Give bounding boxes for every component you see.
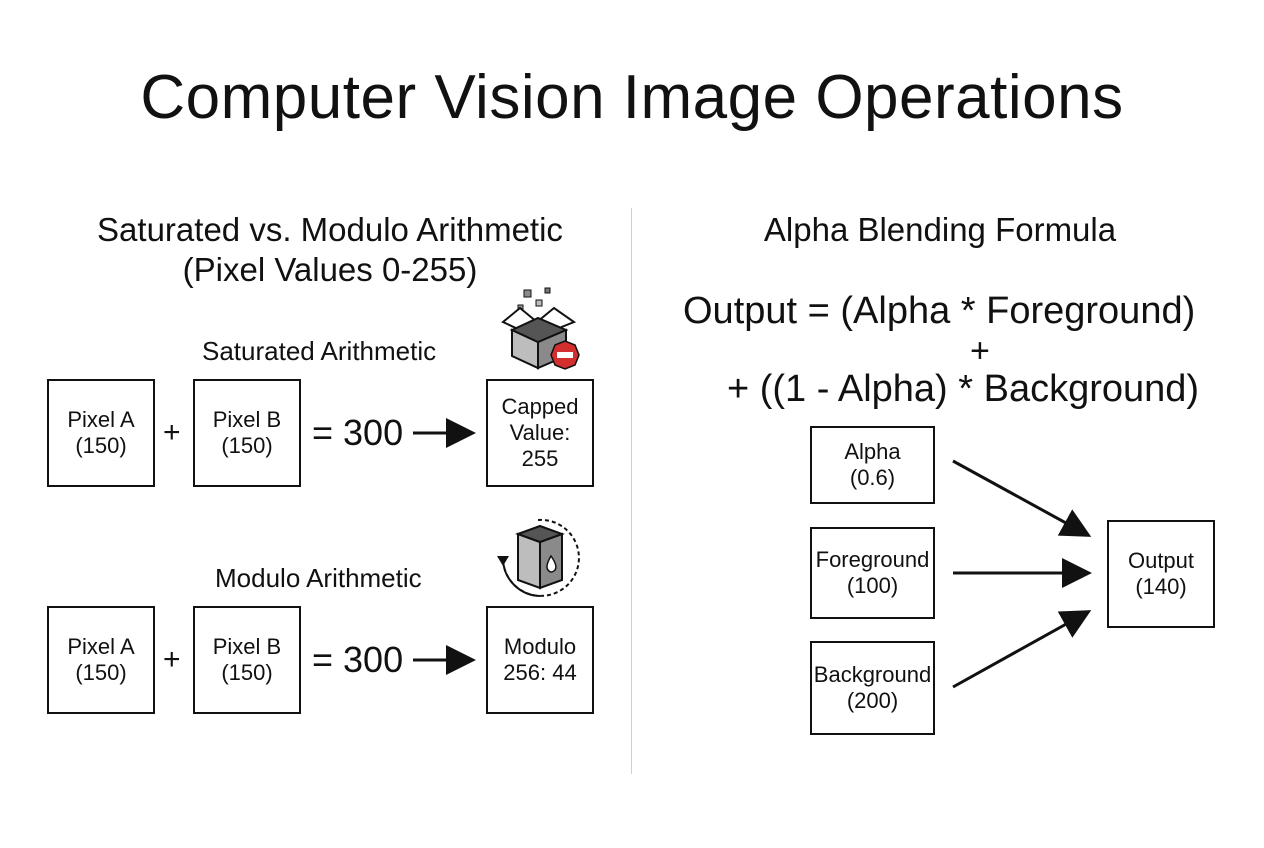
modulo-heading: Modulo Arithmetic — [215, 563, 422, 593]
foreground-value: (100) — [846, 573, 899, 598]
wraparound-cube-icon — [497, 518, 580, 597]
saturated-heading: Saturated Arithmetic — [202, 336, 437, 366]
output-label: Output — [1127, 548, 1195, 573]
background-arrow — [952, 610, 1092, 689]
foreground-label: Foreground — [815, 547, 930, 572]
output-box: Output(140) — [1107, 520, 1215, 628]
formula-line1: Output = (Alpha * Foreground) — [683, 290, 1196, 332]
pixel-b-value: (150) — [221, 660, 273, 685]
alpha-box: Alpha(0.6) — [810, 426, 935, 504]
modulo-pixel-b-box: Pixel B(150) — [193, 606, 301, 714]
left-panel-title-line2: (Pixel Values 0-255) — [182, 251, 478, 288]
left-panel-title: Saturated vs. Modulo Arithmetic (Pixel V… — [40, 210, 620, 290]
pixel-a-value: (150) — [75, 660, 127, 685]
result-line1: Modulo — [503, 634, 577, 659]
output-value: (140) — [1135, 574, 1187, 599]
background-label: Background — [813, 662, 932, 687]
saturated-pixel-b-box: Pixel B(150) — [193, 379, 301, 487]
modulo-plus-sign: + — [163, 643, 181, 676]
saturated-pixel-a-box: Pixel A(150) — [47, 379, 155, 487]
result-line1: Capped — [501, 394, 579, 419]
alpha-value: (0.6) — [849, 465, 896, 490]
result-line2: Value: — [509, 420, 571, 445]
alpha-arrow — [952, 459, 1092, 537]
pixel-b-label: Pixel B — [212, 407, 282, 432]
page-title: Computer Vision Image Operations — [140, 63, 1124, 132]
foreground-box: Foreground(100) — [810, 527, 935, 619]
background-box: Background(200) — [810, 641, 935, 735]
pixel-b-label: Pixel B — [212, 634, 282, 659]
formula-line2: + ((1 - Alpha) * Background) — [727, 368, 1200, 410]
formula-plus: + — [970, 332, 990, 370]
result-line3: 255 — [521, 446, 559, 471]
pixel-a-label: Pixel A — [67, 407, 135, 432]
capped-box-no-entry-icon — [501, 287, 580, 370]
pixel-b-value: (150) — [221, 433, 273, 458]
saturated-sum: = 300 — [312, 412, 404, 453]
modulo-pixel-a-box: Pixel A(150) — [47, 606, 155, 714]
pixel-a-label: Pixel A — [67, 634, 135, 659]
saturated-plus-sign: + — [163, 416, 181, 449]
right-panel-title: Alpha Blending Formula — [763, 211, 1117, 248]
panel-divider — [631, 208, 632, 774]
modulo-sum: = 300 — [312, 639, 404, 680]
alpha-label: Alpha — [844, 439, 901, 464]
left-panel-title-line1: Saturated vs. Modulo Arithmetic — [97, 211, 563, 248]
background-value: (200) — [846, 688, 899, 713]
pixel-a-value: (150) — [75, 433, 127, 458]
result-line2: 256: 44 — [503, 660, 577, 685]
